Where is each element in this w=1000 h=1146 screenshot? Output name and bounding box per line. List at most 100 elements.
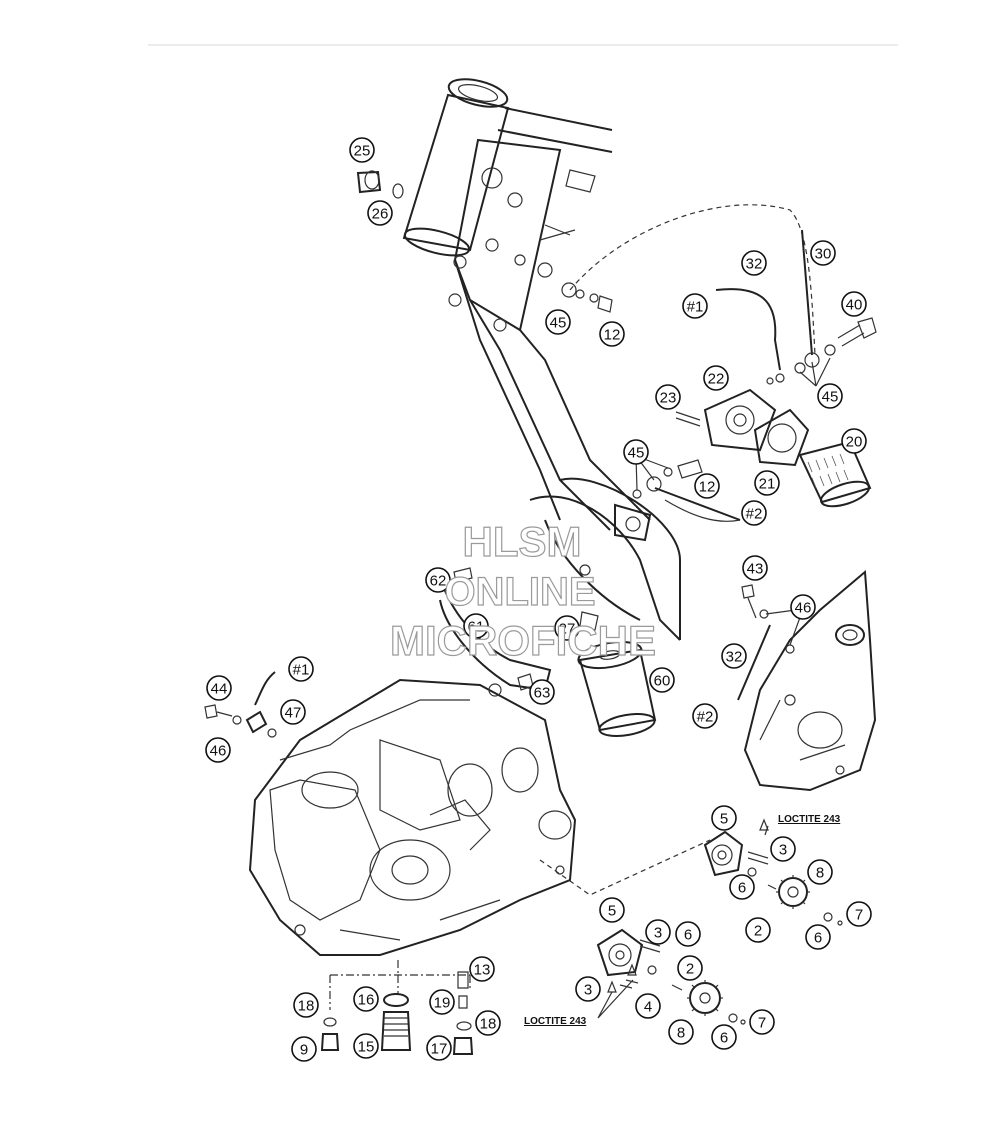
callout-label: 6 bbox=[684, 927, 692, 944]
callout-circle bbox=[280, 699, 306, 725]
callout-c45b: 45 bbox=[817, 383, 843, 409]
drain-parts bbox=[320, 971, 474, 1055]
callout-circle bbox=[426, 1035, 452, 1061]
callout-circle bbox=[790, 594, 816, 620]
callout-label: 46 bbox=[210, 743, 227, 760]
callout-label: 20 bbox=[846, 434, 863, 451]
callout-c8b: 8 bbox=[668, 1019, 694, 1045]
callout-label: 43 bbox=[747, 561, 764, 578]
callout-c3a: 3 bbox=[770, 836, 796, 862]
callout-circle bbox=[805, 924, 831, 950]
callout-circle bbox=[545, 309, 571, 335]
callout-label: 8 bbox=[816, 865, 824, 882]
callout-label: 6 bbox=[814, 930, 822, 947]
watermark: HLSM ONLINE MICROFICHE bbox=[389, 517, 656, 664]
callout-label: 2 bbox=[754, 923, 762, 940]
callout-c61: 61 bbox=[463, 613, 489, 639]
callout-label: 3 bbox=[584, 982, 592, 999]
watermark-line3: MICROFICHE bbox=[390, 617, 656, 664]
callout-label: 13 bbox=[474, 962, 491, 979]
callout-c60: 60 bbox=[649, 667, 675, 693]
callout-c2d: 2 bbox=[677, 955, 703, 981]
callout-circle bbox=[649, 667, 675, 693]
callout-label: 12 bbox=[604, 327, 621, 344]
callout-label: #1 bbox=[687, 299, 704, 316]
callout-label: #1 bbox=[293, 662, 310, 679]
callout-circle bbox=[291, 1036, 317, 1062]
callout-circle bbox=[807, 859, 833, 885]
callout-label: 46 bbox=[795, 600, 812, 617]
hardware-middle bbox=[439, 567, 657, 737]
callout-c23: 23 bbox=[655, 384, 681, 410]
callout-label: 23 bbox=[660, 390, 677, 407]
callout-c46a: 46 bbox=[790, 594, 816, 620]
callout-label: 45 bbox=[550, 315, 567, 332]
callout-c45c: 45 bbox=[623, 439, 649, 465]
callout-circle bbox=[293, 992, 319, 1018]
callout-circle bbox=[694, 473, 720, 499]
callout-label: 47 bbox=[285, 705, 302, 722]
callout-label: 63 bbox=[534, 685, 551, 702]
callout-circle bbox=[425, 567, 451, 593]
callout-c2a: #2 bbox=[741, 500, 767, 526]
frame-illustration bbox=[402, 78, 681, 641]
callout-c21: 21 bbox=[754, 470, 780, 496]
callout-circle bbox=[349, 137, 375, 163]
callout-circle bbox=[677, 955, 703, 981]
callout-c12b: 12 bbox=[694, 473, 720, 499]
callout-c8a: 8 bbox=[807, 859, 833, 885]
callout-c30: 30 bbox=[810, 240, 836, 266]
callout-c32a: 32 bbox=[741, 250, 767, 276]
callout-label: 26 bbox=[372, 206, 389, 223]
callout-label: #2 bbox=[697, 709, 714, 726]
callout-c5b: 5 bbox=[599, 897, 625, 923]
callout-circle bbox=[575, 976, 601, 1002]
watermark-line2: ONLINE bbox=[444, 570, 595, 614]
callout-circle bbox=[817, 383, 843, 409]
callout-label: 62 bbox=[430, 573, 447, 590]
callout-c3c: 3 bbox=[575, 976, 601, 1002]
oil-pump-lower bbox=[596, 928, 746, 1025]
callout-circle bbox=[846, 901, 872, 927]
hardware-upper bbox=[356, 170, 877, 508]
callout-c22: 22 bbox=[703, 365, 729, 391]
callout-label: 8 bbox=[677, 1025, 685, 1042]
callout-label: 22 bbox=[708, 371, 725, 388]
callout-c2c: 2 bbox=[745, 917, 771, 943]
callout-c1b: #1 bbox=[288, 656, 314, 682]
callout-circle bbox=[711, 805, 737, 831]
callout-circle bbox=[770, 836, 796, 862]
callout-circle bbox=[475, 1010, 501, 1036]
callout-circle bbox=[429, 989, 455, 1015]
callout-c62: 62 bbox=[425, 567, 451, 593]
callout-circle bbox=[554, 615, 580, 641]
callout-label: 7 bbox=[855, 907, 863, 924]
callout-circle bbox=[353, 986, 379, 1012]
callout-circle bbox=[623, 439, 649, 465]
watermark-line1: HLSM bbox=[463, 518, 582, 565]
callout-label: 3 bbox=[654, 925, 662, 942]
callout-circle bbox=[841, 291, 867, 317]
callout-label: 61 bbox=[468, 619, 485, 636]
callout-circle bbox=[469, 956, 495, 982]
callout-label: 16 bbox=[358, 992, 375, 1009]
callout-c4: 4 bbox=[635, 993, 661, 1019]
callout-c20: 20 bbox=[841, 428, 867, 454]
callout-label: 40 bbox=[846, 297, 863, 314]
callout-c16: 16 bbox=[353, 986, 379, 1012]
callout-c27: 27 bbox=[554, 615, 580, 641]
callout-circle bbox=[692, 703, 718, 729]
callout-label: 30 bbox=[815, 246, 832, 263]
callout-c5a: 5 bbox=[711, 805, 737, 831]
callout-circle bbox=[711, 1024, 737, 1050]
callout-label: 6 bbox=[738, 880, 746, 897]
callout-circle bbox=[599, 897, 625, 923]
callout-circle bbox=[721, 643, 747, 669]
svg-text:LOCTITE 243: LOCTITE 243 bbox=[778, 814, 841, 825]
callout-c6b: 6 bbox=[805, 924, 831, 950]
callout-label: 17 bbox=[431, 1041, 448, 1058]
callout-circle bbox=[463, 613, 489, 639]
callout-circle bbox=[745, 917, 771, 943]
callout-circle bbox=[635, 993, 661, 1019]
